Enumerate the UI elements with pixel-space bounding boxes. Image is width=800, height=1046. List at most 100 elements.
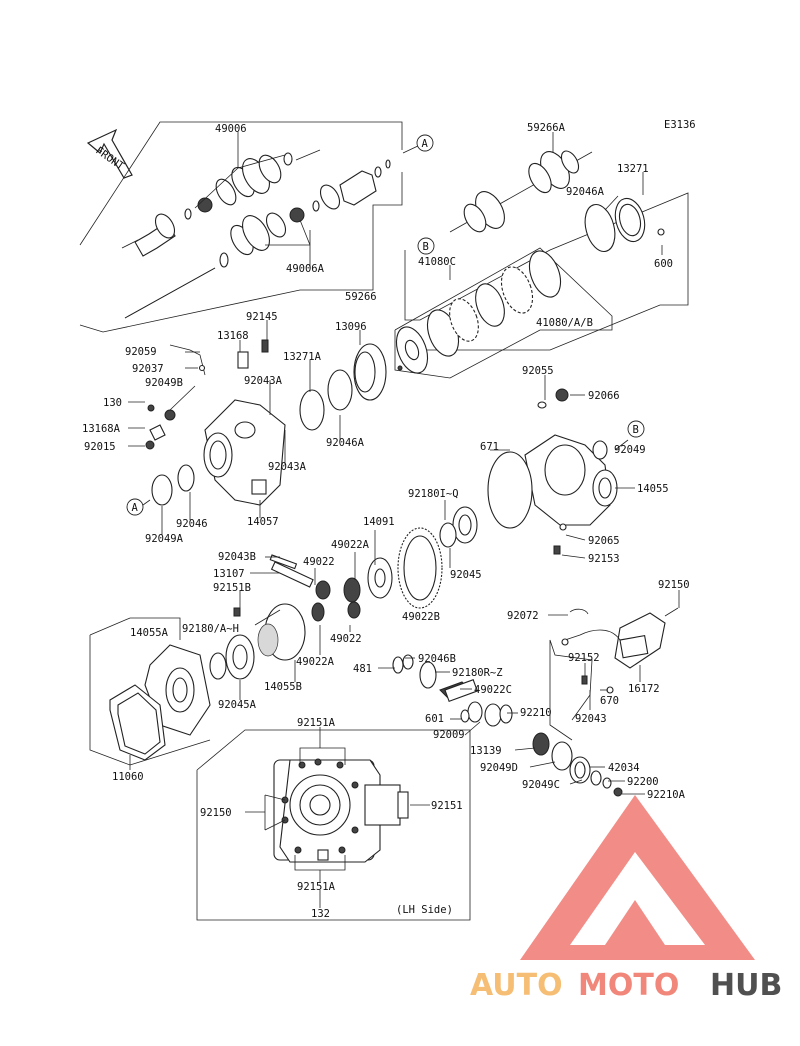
- cover-14055A: [89, 617, 211, 766]
- label-41080AB: 41080/A/B: [536, 317, 593, 329]
- svg-text:A: A: [422, 138, 429, 150]
- label-13271: 13271: [617, 163, 649, 175]
- label-92059: 92059: [125, 346, 157, 358]
- label-92066: 92066: [588, 390, 620, 402]
- label-13168: 13168: [217, 330, 249, 342]
- label-49006A: 49006A: [286, 263, 325, 275]
- label-600: 600: [654, 258, 673, 270]
- watermark-hub: HUB: [710, 968, 782, 1003]
- label-92009: 92009: [433, 729, 465, 741]
- label-49022B: 49022B: [402, 611, 440, 623]
- front-housing-14057: [151, 399, 286, 506]
- label-59266A: 59266A: [527, 122, 566, 134]
- label-14055A: 14055A: [130, 627, 169, 639]
- label-92046A-mid: 92046A: [326, 437, 365, 449]
- right-axle-assembly: [404, 150, 689, 351]
- label-49022A-2: 49022A: [296, 656, 335, 668]
- watermark-triangle-inner: [570, 852, 705, 945]
- actuator-16172: [561, 607, 679, 694]
- svg-text:A: A: [132, 502, 139, 514]
- label-92151A-top: 92151A: [297, 717, 336, 729]
- label-13271A: 13271A: [283, 351, 322, 363]
- left-axle-assembly: [79, 121, 421, 333]
- label-92043B: 92043B: [218, 551, 256, 563]
- label-92152: 92152: [568, 652, 600, 664]
- watermark-triangle-notch: [605, 900, 665, 945]
- label-92037: 92037: [132, 363, 164, 375]
- ref-marker-a-left: A: [126, 498, 151, 516]
- label-92046B: 92046B: [418, 653, 456, 665]
- label-49022-2: 49022: [330, 633, 362, 645]
- diagram-code: E3136: [664, 119, 696, 131]
- diff-case-14055B: [209, 603, 306, 680]
- label-92045: 92045: [450, 569, 482, 581]
- label-14057: 14057: [247, 516, 279, 528]
- ref-marker-b-top: B: [417, 237, 435, 255]
- label-92045A: 92045A: [218, 699, 257, 711]
- label-14055: 14055: [637, 483, 669, 495]
- shift-parts: [145, 339, 269, 450]
- watermark-logo: AUTO MOTO HUB: [470, 795, 782, 1003]
- label-92043: 92043: [575, 713, 607, 725]
- watermark-moto: MOTO: [578, 968, 679, 1003]
- label-13096: 13096: [335, 321, 367, 333]
- lh-side-inset: [196, 729, 471, 921]
- cv-joint-inner-right: [339, 159, 391, 206]
- label-49022A-1: 49022A: [331, 539, 370, 551]
- label-92015: 92015: [84, 441, 116, 453]
- label-92151B: 92151B: [213, 582, 251, 594]
- bearing-13096: [299, 343, 387, 431]
- label-49022C: 49022C: [474, 684, 512, 696]
- cv-joint-outer-left: [121, 213, 176, 257]
- label-92180IQ: 92180I~Q: [408, 488, 459, 500]
- label-92055: 92055: [522, 365, 554, 377]
- svg-text:B: B: [423, 241, 429, 253]
- rear-housing-14055: [439, 388, 618, 555]
- pinion-gears: [269, 554, 361, 622]
- label-92046: 92046: [176, 518, 208, 530]
- label-41080C: 41080C: [418, 256, 456, 268]
- label-92180AH: 92180/A~H: [182, 623, 239, 635]
- clutch-plate-stack: [394, 247, 613, 379]
- label-92151-box: 92151: [431, 800, 463, 812]
- label-92150-top: 92150: [658, 579, 690, 591]
- cv-boot-upper: [184, 152, 293, 220]
- label-92065: 92065: [588, 535, 620, 547]
- label-132: 132: [311, 908, 330, 920]
- label-92049C: 92049C: [522, 779, 560, 791]
- breather-hose: [169, 344, 206, 376]
- label-92072: 92072: [507, 610, 539, 622]
- label-92210: 92210: [520, 707, 552, 719]
- label-92049B: 92049B: [145, 377, 183, 389]
- ref-marker-b-right: B: [627, 420, 645, 438]
- label-92150-box: 92150: [200, 807, 232, 819]
- lh-side-label: (LH Side): [396, 904, 453, 916]
- label-601: 601: [425, 713, 444, 725]
- label-92153: 92153: [588, 553, 620, 565]
- front-arrow-icon: FRONT: [86, 128, 133, 179]
- label-670: 670: [600, 695, 619, 707]
- ref-marker-a-top: A: [416, 134, 434, 152]
- label-92049A: 92049A: [145, 533, 184, 545]
- label-92210A: 92210A: [647, 789, 686, 801]
- label-92145: 92145: [246, 311, 278, 323]
- cv-boot-lower: [219, 184, 341, 268]
- ring-gear-14091: [367, 527, 443, 609]
- label-13107: 13107: [213, 568, 245, 580]
- label-92043A-2: 92043A: [268, 461, 307, 473]
- label-92049: 92049: [614, 444, 646, 456]
- label-49006: 49006: [215, 123, 247, 135]
- label-13168A: 13168A: [82, 423, 121, 435]
- label-42034: 42034: [608, 762, 640, 774]
- svg-text:B: B: [633, 424, 639, 436]
- label-92043A-1: 92043A: [244, 375, 283, 387]
- label-92180RZ: 92180R~Z: [452, 667, 503, 679]
- label-130: 130: [103, 397, 122, 409]
- label-671: 671: [480, 441, 499, 453]
- pinion-shaft-stack: [392, 654, 623, 797]
- label-59266: 59266: [345, 291, 377, 303]
- label-14091: 14091: [363, 516, 395, 528]
- label-16172: 16172: [628, 683, 660, 695]
- label-92046A-top: 92046A: [566, 186, 605, 198]
